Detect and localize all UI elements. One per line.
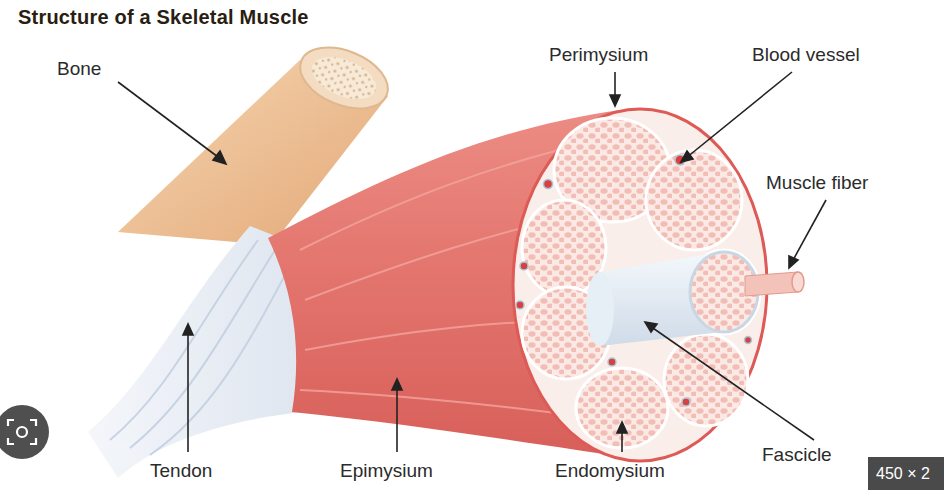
part-label: Muscle fiber bbox=[766, 172, 868, 194]
part-label: Blood vessel bbox=[752, 44, 860, 66]
part-label: Endomysium bbox=[555, 460, 665, 482]
part-label: Perimysium bbox=[549, 44, 648, 66]
diagram-title: Structure of a Skeletal Muscle bbox=[18, 6, 309, 29]
part-label: Epimysium bbox=[340, 460, 433, 482]
part-label: Fascicle bbox=[762, 444, 832, 466]
size-tag: 450 × 2 bbox=[876, 465, 930, 483]
part-label: Tendon bbox=[150, 460, 212, 482]
part-label: Bone bbox=[57, 58, 101, 80]
